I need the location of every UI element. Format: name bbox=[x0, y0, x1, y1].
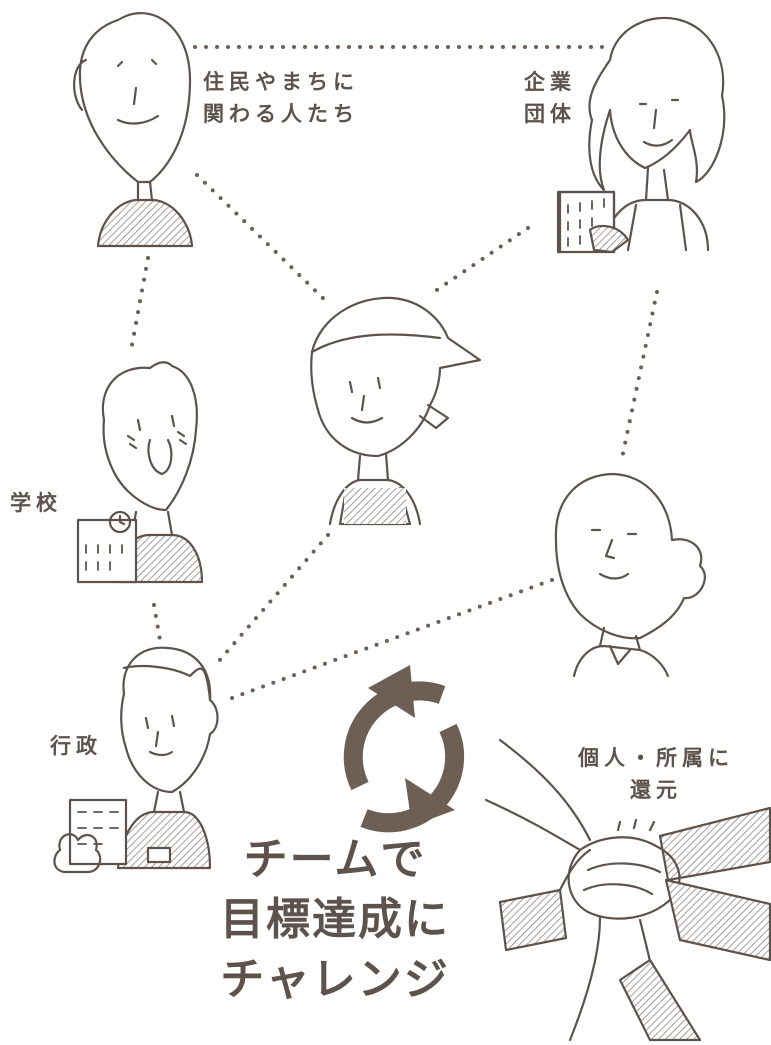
line-company-center bbox=[426, 226, 530, 298]
connection-lines bbox=[130, 45, 659, 700]
line-center-government bbox=[216, 533, 330, 664]
line-school-government bbox=[152, 603, 162, 642]
return-label: 個人・所属に 還元 bbox=[578, 742, 734, 806]
line-resident-center bbox=[195, 173, 332, 307]
cycle-arrows-icon bbox=[343, 665, 465, 833]
slogan-line2: 目標達成に bbox=[220, 894, 450, 945]
company-label: 企業 団体 bbox=[524, 66, 576, 130]
center-person-illustration bbox=[310, 296, 482, 526]
line-company-individual bbox=[620, 290, 659, 460]
line-resident-school bbox=[130, 256, 150, 347]
resident-person-illustration bbox=[73, 12, 194, 248]
school-label-text: 学校 bbox=[10, 491, 62, 515]
return-label-line2: 還元 bbox=[630, 778, 682, 802]
school-label: 学校 bbox=[10, 487, 62, 519]
residents-label-line2: 関わる人たち bbox=[203, 102, 359, 126]
residents-label: 住民やまちに 関わる人たち bbox=[203, 66, 359, 130]
slogan-line1: チームで bbox=[243, 834, 427, 885]
school-person-illustration bbox=[76, 361, 204, 584]
government-person-illustration bbox=[53, 646, 219, 874]
return-label-line1: 個人・所属に bbox=[578, 746, 734, 770]
company-label-line1: 企業 bbox=[524, 70, 576, 94]
residents-label-line1: 住民やまちに bbox=[203, 70, 359, 94]
company-label-line2: 団体 bbox=[524, 102, 576, 126]
government-label: 行政 bbox=[50, 730, 102, 762]
government-label-text: 行政 bbox=[50, 734, 102, 758]
line-individual-government bbox=[230, 578, 554, 700]
company-person-illustration bbox=[556, 16, 726, 254]
slogan: チームで 目標達成に チャレンジ bbox=[215, 830, 455, 1010]
stacked-hands-illustration bbox=[484, 738, 771, 1042]
slogan-line3: チャレンジ bbox=[220, 954, 450, 1005]
individual-person-illustration bbox=[554, 472, 706, 678]
